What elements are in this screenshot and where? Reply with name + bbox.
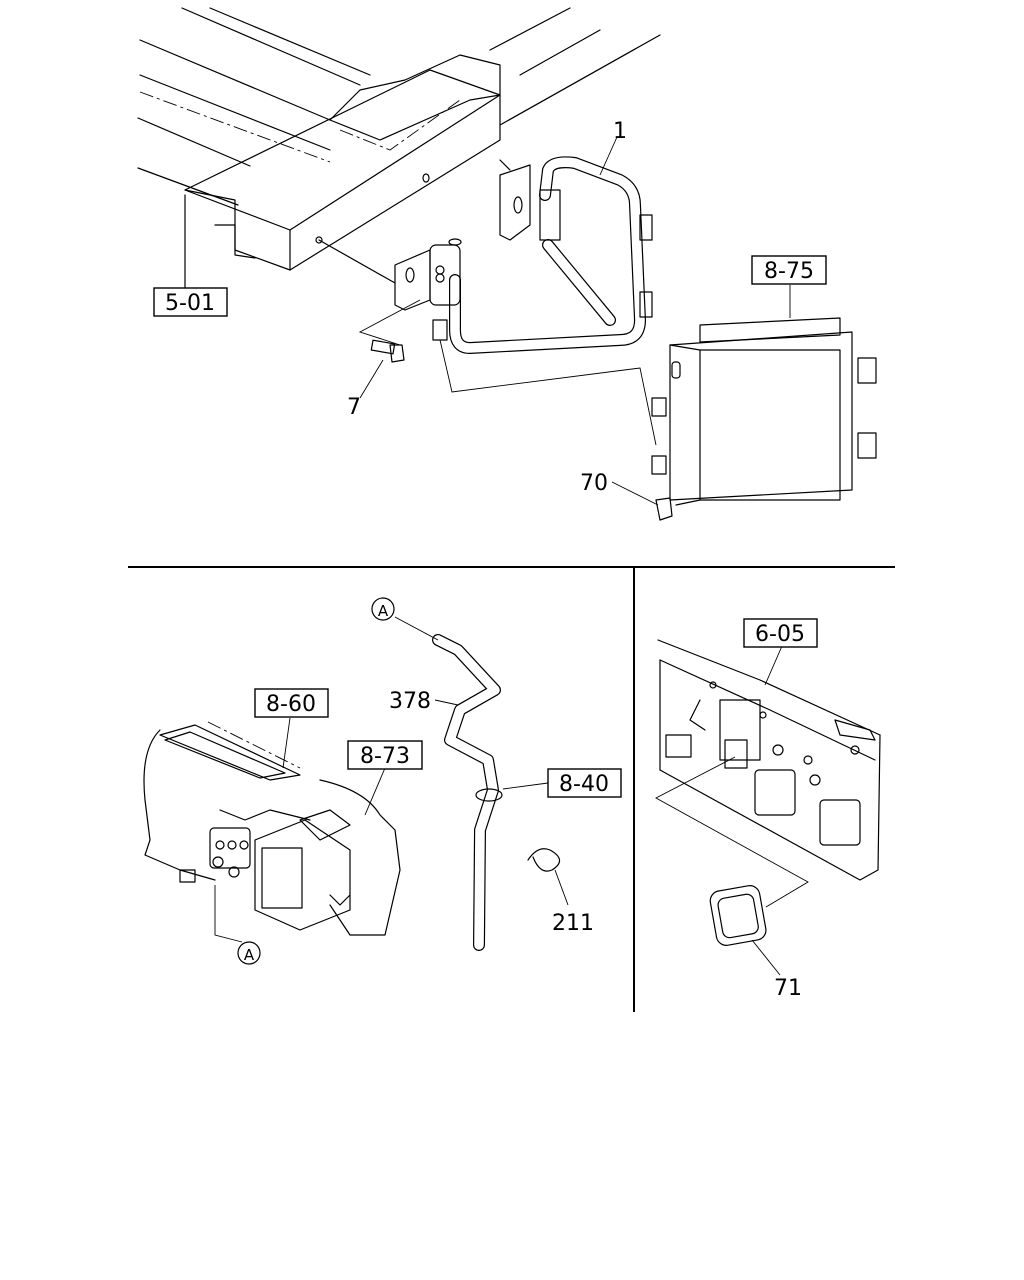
marker-a-bottom: A <box>237 941 261 965</box>
label-8-73: 8-73 <box>360 744 410 769</box>
callout-8-40: 8-40 <box>502 768 622 798</box>
drain-hose-378 <box>394 616 503 951</box>
clip-211 <box>527 848 569 906</box>
callout-7: 7 <box>347 359 384 420</box>
marker-a-top: A <box>371 597 395 621</box>
label-211: 211 <box>552 911 594 936</box>
callout-5-01: 5-01 <box>153 287 228 317</box>
condenser <box>651 285 877 506</box>
callout-71: 71 <box>774 976 802 1001</box>
label-5-01: 5-01 <box>165 291 215 316</box>
callout-70: 70 <box>580 471 608 496</box>
callout-8-60: 8-60 <box>254 688 329 769</box>
callout-8-75: 8-75 <box>751 255 827 285</box>
callout-8-73: 8-73 <box>347 740 423 816</box>
nut-70 <box>611 481 673 521</box>
label-70: 70 <box>580 471 608 496</box>
marker-a-top-label: A <box>378 602 389 620</box>
callout-1: 1 <box>599 119 627 176</box>
callout-378: 378 <box>389 689 459 714</box>
callout-211: 211 <box>552 911 594 936</box>
label-6-05: 6-05 <box>755 622 805 647</box>
bolt-7 <box>358 299 421 363</box>
label-7: 7 <box>347 395 361 420</box>
label-8-40: 8-40 <box>559 772 609 797</box>
condenser-bracket <box>394 156 657 446</box>
frame-rail-assembly <box>137 7 661 291</box>
label-71: 71 <box>774 976 802 1001</box>
label-378: 378 <box>389 689 431 714</box>
callout-6-05: 6-05 <box>743 618 818 686</box>
label-8-60: 8-60 <box>266 692 316 717</box>
heater-unit <box>143 721 401 943</box>
dash-panel <box>657 639 881 881</box>
label-8-75: 8-75 <box>764 259 814 284</box>
grommet-71 <box>655 756 809 976</box>
label-1: 1 <box>613 119 627 144</box>
marker-a-bottom-label: A <box>244 946 255 964</box>
